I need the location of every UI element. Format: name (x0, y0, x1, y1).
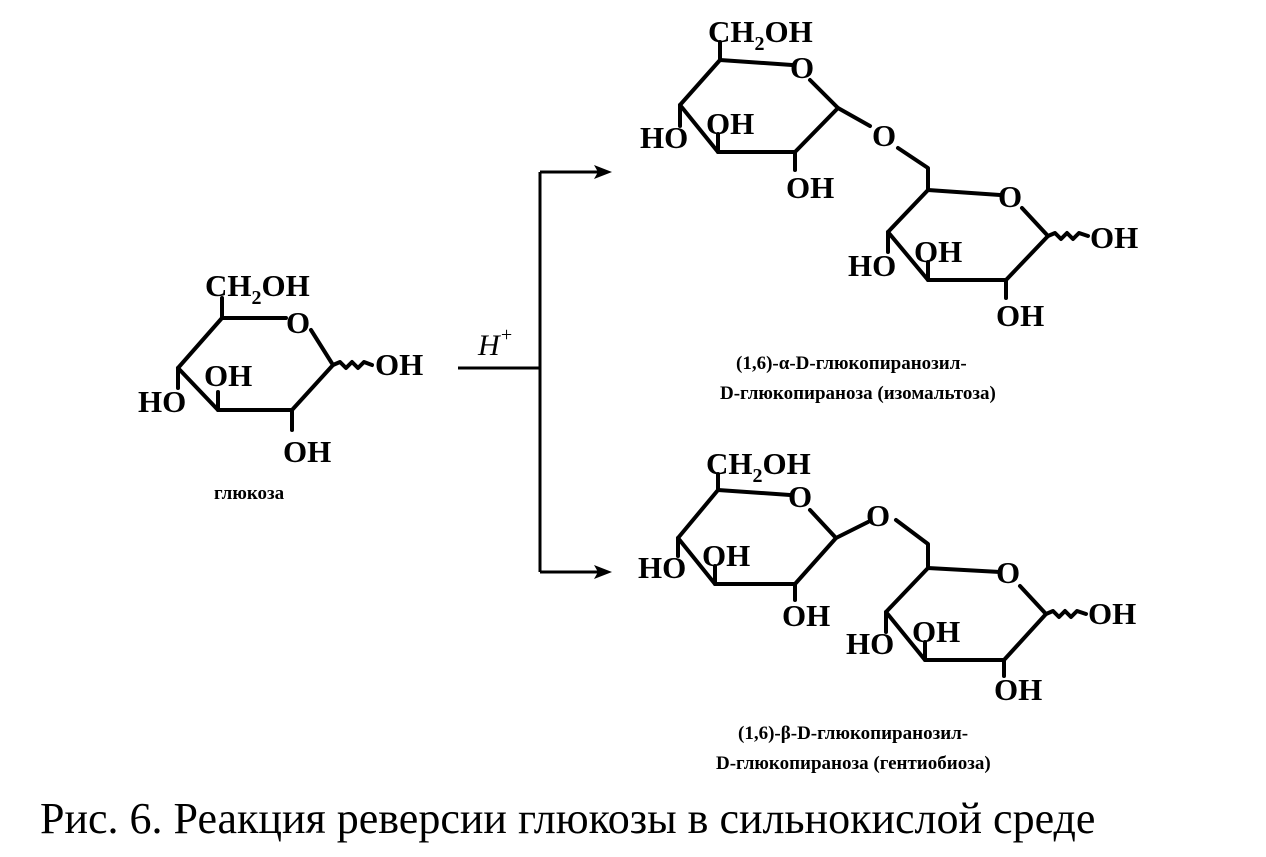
glucose-structure: CH2OH O OH OH HO OH глюкоза (138, 268, 423, 504)
arrowhead-bottom (594, 565, 612, 579)
isomaltose-caption-line1: (1,6)-α-D-глюкопиранозил- (736, 353, 967, 374)
isomaltose-ring2-bonds (886, 188, 1050, 282)
isomaltose-ring1-ch2oh-label: CH2OH (708, 14, 813, 55)
isomaltose-structure: CH2OH O HO OH OH O O OH HO OH OH (1,6)-α… (640, 14, 1138, 404)
isomaltose-ring2-oh2-label: OH (996, 298, 1044, 333)
glucose-oh3-label: OH (204, 358, 252, 393)
gentiobiose-bridge-o-label: O (866, 498, 890, 533)
isomaltose-ring1-oh2-label: OH (786, 170, 834, 205)
isomaltose-ring2-oh3-label: OH (914, 234, 962, 269)
figure-caption: Рис. 6. Реакция реверсии глюкозы в сильн… (40, 794, 1095, 843)
gentiobiose-ring2-o-label: O (996, 555, 1020, 590)
glucose-anomeric-oh-label: OH (375, 347, 423, 382)
gentiobiose-glycosidic-bonds (834, 518, 930, 570)
gentiobiose-ring1-o-label: O (788, 479, 812, 514)
reaction-arrows: H+ (458, 165, 612, 579)
isomaltose-glycosidic-bonds (836, 106, 930, 192)
catalyst-label: H+ (477, 324, 513, 362)
isomaltose-ring1-oh3-label: OH (706, 106, 754, 141)
gentiobiose-caption-line2: D-глюкопираноза (гентиобиоза) (716, 753, 991, 774)
isomaltose-caption-line2: D-глюкопираноза (изомальтоза) (720, 383, 996, 404)
isomaltose-ring1-bonds (678, 58, 840, 154)
glucose-caption: глюкоза (214, 483, 285, 504)
glucose-anomeric-bond (331, 360, 374, 370)
gentiobiose-anomeric-bond (1044, 609, 1088, 619)
isomaltose-ring2-o-label: O (998, 179, 1022, 214)
isomaltose-anomeric-bond (1046, 231, 1090, 241)
isomaltose-anomeric-oh-label: OH (1090, 220, 1138, 255)
gentiobiose-ring2-oh3-label: OH (912, 614, 960, 649)
gentiobiose-ring1-ch2oh-label: CH2OH (706, 446, 811, 487)
isomaltose-ring1-o-label: O (790, 50, 814, 85)
gentiobiose-ring2-bonds (884, 566, 1048, 662)
gentiobiose-ring1-oh2-label: OH (782, 598, 830, 633)
gentiobiose-ring1-oh4-label: HO (638, 550, 686, 585)
gentiobiose-anomeric-oh-label: OH (1088, 596, 1136, 631)
isomaltose-ring2-oh4-label: HO (848, 248, 896, 283)
isomaltose-ring1-oh4-label: HO (640, 120, 688, 155)
glucose-oh4-label: HO (138, 384, 186, 419)
arrowhead-top (594, 165, 612, 179)
gentiobiose-ring2-oh4-label: HO (846, 626, 894, 661)
glucose-ring-o-label: O (286, 305, 310, 340)
gentiobiose-ring2-oh2-label: OH (994, 672, 1042, 707)
glucose-oh2-label: OH (283, 434, 331, 469)
glucose-ch2oh-label: CH2OH (205, 268, 310, 309)
isomaltose-bridge-o-label: O (872, 118, 896, 153)
gentiobiose-caption-line1: (1,6)-β-D-глюкопиранозил- (738, 723, 968, 744)
gentiobiose-ring1-oh3-label: OH (702, 538, 750, 573)
gentiobiose-structure: CH2OH O HO OH OH O O OH HO OH OH (1,6)-β… (638, 446, 1136, 774)
